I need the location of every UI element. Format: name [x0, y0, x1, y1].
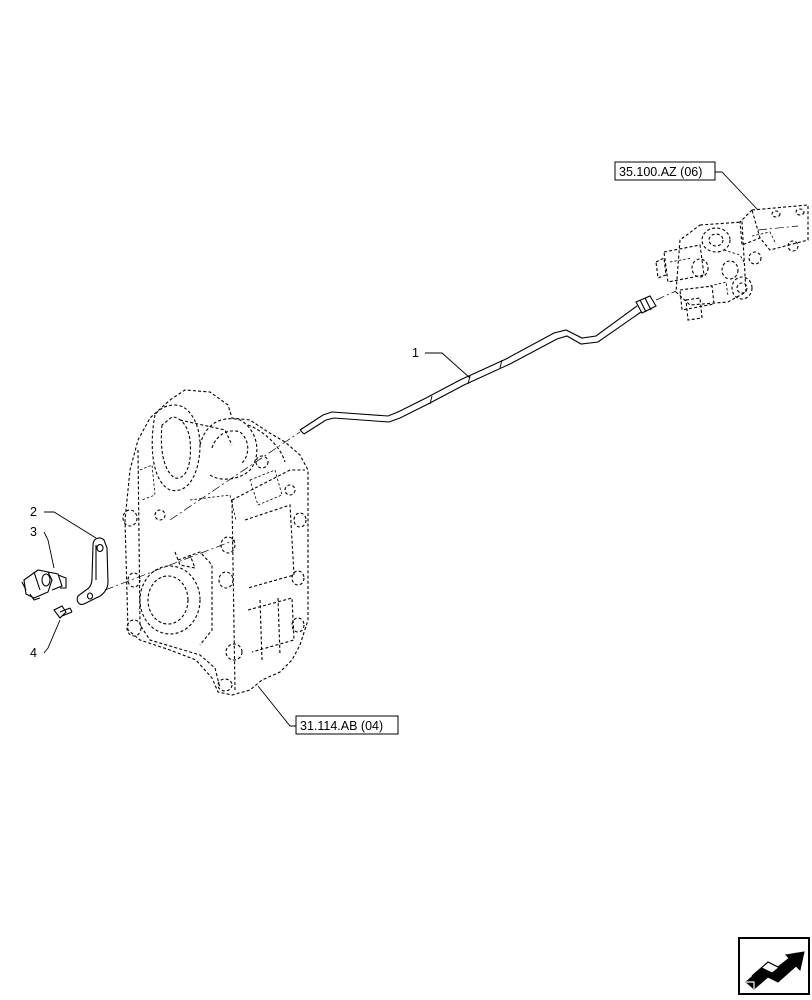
gearbox-housing: [104, 389, 309, 696]
housing-reference-label[interactable]: 31.114.AB (04): [300, 719, 383, 733]
arrow-box-icon[interactable]: [738, 937, 810, 995]
callout-label-4: 4: [30, 646, 37, 660]
sensor: [21, 569, 67, 601]
callout-label-1: 1: [412, 346, 419, 360]
valve-reference[interactable]: 35.100.AZ (06): [614, 161, 759, 211]
control-valve: [655, 204, 809, 321]
bracket: [76, 537, 109, 605]
callout-2: 2: [30, 505, 97, 539]
callout-label-3: 3: [30, 525, 37, 539]
callout-label-2: 2: [30, 505, 37, 519]
callout-3: 3: [30, 525, 55, 569]
valve-reference-label[interactable]: 35.100.AZ (06): [619, 165, 702, 179]
housing-reference-box[interactable]: [295, 715, 399, 735]
callout-4: 4: [30, 619, 61, 660]
housing-reference[interactable]: 31.114.AB (04): [257, 685, 399, 735]
pipe-fitting: [635, 290, 677, 314]
valve-reference-box[interactable]: [614, 161, 716, 181]
pipe-assembly: [169, 305, 642, 521]
bolt: [53, 605, 73, 619]
callout-1: 1: [412, 346, 471, 379]
